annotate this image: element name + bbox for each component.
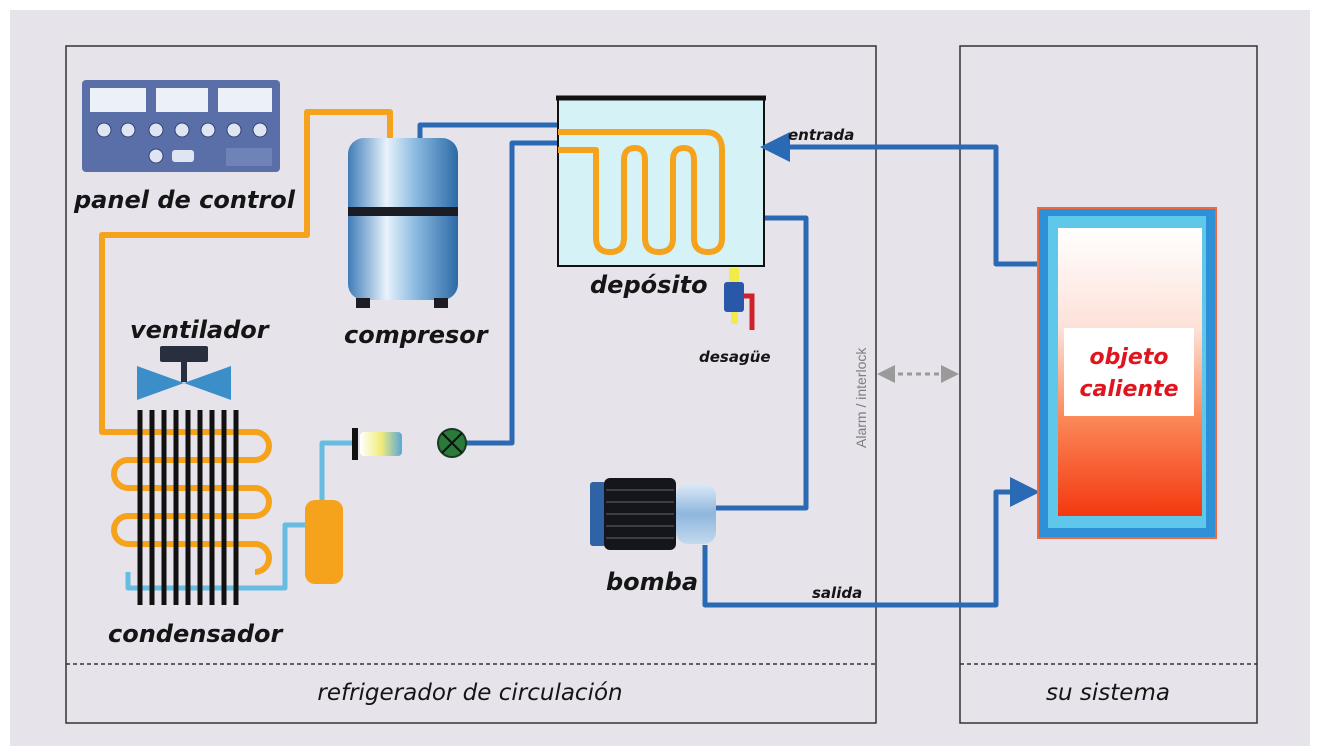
compressor <box>348 138 458 308</box>
refrigerant-hot-line <box>99 109 393 575</box>
alarm-label: Alarm / interlock <box>853 347 869 448</box>
expansion-valve <box>437 428 467 458</box>
fan-label: ventilador <box>130 316 271 344</box>
hot-object <box>1037 207 1217 539</box>
tank <box>556 95 766 267</box>
filter-drier <box>352 428 402 460</box>
fan <box>137 346 231 400</box>
system-footer-label: su sistema <box>1046 680 1170 706</box>
drain-valve <box>724 268 755 330</box>
chiller-footer-label: refrigerador de circulación <box>317 680 622 706</box>
chiller-frame <box>65 45 877 724</box>
compressor-label: compresor <box>344 321 490 349</box>
pump-label: bomba <box>606 568 698 596</box>
refrigerant-cold-line <box>125 440 355 591</box>
condenser-label: condensador <box>108 620 284 648</box>
system-frame <box>959 45 1258 724</box>
inlet-label: entrada <box>788 126 854 144</box>
condenser <box>137 410 239 605</box>
drain-label: desagüe <box>699 348 771 366</box>
pump <box>590 478 716 550</box>
tank-label: depósito <box>590 271 708 299</box>
control-panel <box>82 80 280 172</box>
hot-object-label-1: objeto <box>1090 345 1169 370</box>
hot-object-label-2: caliente <box>1080 377 1179 402</box>
panel-label: panel de control <box>73 186 296 214</box>
outlet-label: salida <box>812 584 862 602</box>
external-water-loop <box>760 132 1040 608</box>
receiver-tank <box>305 500 343 584</box>
compressor-lines <box>417 122 955 608</box>
